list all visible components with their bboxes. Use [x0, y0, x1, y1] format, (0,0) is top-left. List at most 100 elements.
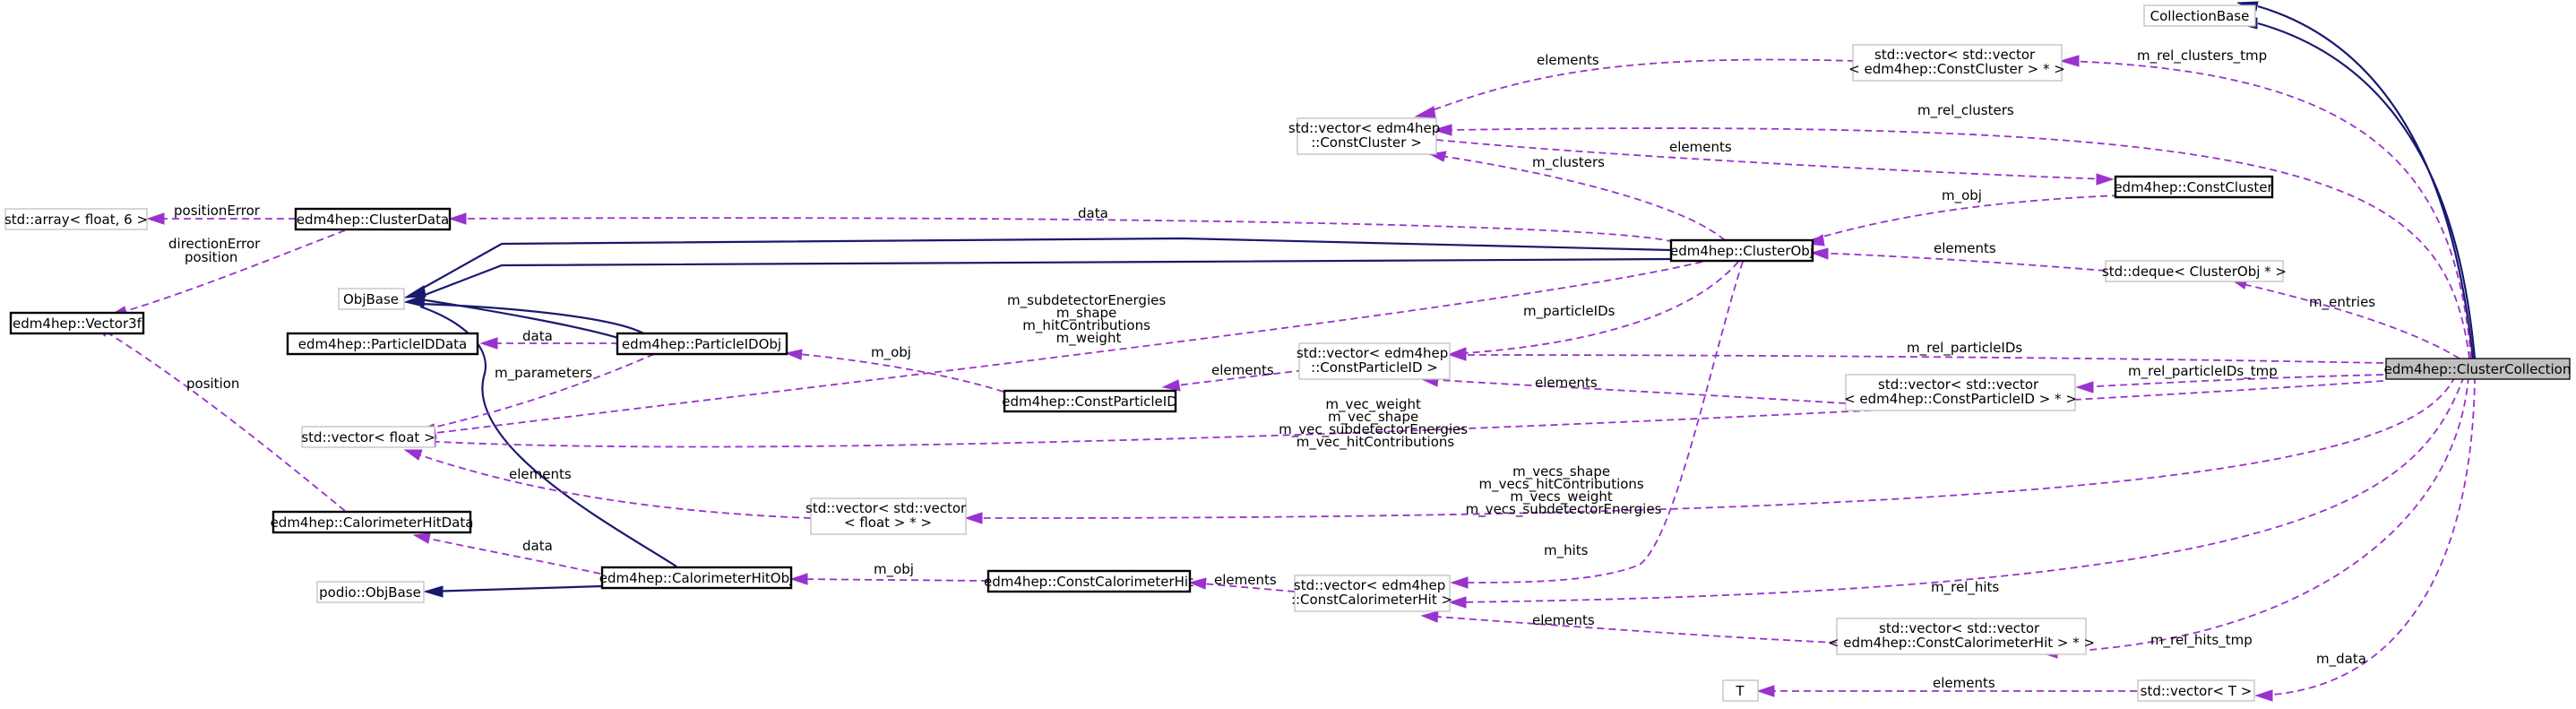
- label-collection-vecs-line3: m_vecs_weight: [1510, 489, 1612, 506]
- label-cluster-obj-float-line1: m_subdetectorEnergies: [1007, 292, 1166, 309]
- label-cluster-obj-float: m_subdetectorEnergies m_shape m_hitContr…: [1007, 292, 1170, 347]
- edge-calohitobj-to-podioobjbase: [425, 584, 603, 593]
- arrow-data-pid: [479, 337, 498, 350]
- node-cluster-collection[interactable]: edm4hep::ClusterCollection: [2384, 358, 2572, 380]
- arrow-elements-vvcch: [1420, 610, 1439, 623]
- label-collection-float-line1: m_vec_weight: [1325, 396, 1421, 413]
- node-vec-vec-const-cluster-label: std::vector< std::vector < edm4hep::Cons…: [1848, 47, 2065, 77]
- node-vec-vec-const-particle-id-line1: std::vector< std::vector: [1878, 376, 2039, 393]
- arrow-m-obj-chit: [789, 573, 808, 585]
- edge-collection-vecs: [967, 376, 2456, 519]
- edge-m-particle-ids: [1451, 261, 1739, 355]
- label-elements-vvf: elements: [509, 466, 572, 482]
- label-elements-vcch: elements: [1214, 572, 1277, 588]
- node-vec-const-calo-hit-line2: ::ConstCalorimeterHit >: [1291, 592, 1452, 608]
- node-deque-cluster-obj[interactable]: std::deque< ClusterObj * >: [2102, 260, 2287, 282]
- label-m-rel-hits: m_rel_hits: [1931, 579, 1999, 596]
- edge-m-obj-pid: [788, 352, 1004, 393]
- edge-m-hits: [1452, 261, 1744, 584]
- edge-elements-vcpid: [1164, 369, 1305, 388]
- arrow-elements-vvf: [403, 449, 423, 461]
- node-T[interactable]: T: [1722, 679, 1759, 702]
- arrow-elements-deque: [1810, 247, 1829, 260]
- arrow-elements-vvcc: [1414, 106, 1436, 118]
- label-m-entries: m_entries: [2309, 294, 2375, 311]
- node-vector3f[interactable]: edm4hep::Vector3f: [9, 311, 145, 335]
- edge-m-entries: [2235, 281, 2460, 359]
- label-m-parameters: m_parameters: [495, 365, 592, 382]
- node-std-array[interactable]: std::array< float, 6 >: [4, 208, 148, 230]
- label-collection-vecs-line4: m_vecs_subdetectorEnergies: [1466, 501, 1662, 518]
- label-position-chd: position: [186, 376, 239, 392]
- node-vec-vec-const-particle-id-line2: < edm4hep::ConstParticleID > * >: [1844, 391, 2077, 407]
- arrow-elements-vcpid: [1161, 379, 1181, 392]
- label-direction-error: directionError position: [168, 236, 264, 265]
- node-std-array-label: std::array< float, 6 >: [4, 212, 148, 228]
- node-const-particle-id-label: edm4hep::ConstParticleID: [1002, 393, 1177, 410]
- node-T-label: T: [1735, 683, 1745, 699]
- node-deque-cluster-obj-label: std::deque< ClusterObj * >: [2102, 264, 2287, 280]
- node-podio-obj-base-label: podio::ObjBase: [319, 584, 421, 601]
- node-particle-id-data-label: edm4hep::ParticleIDData: [298, 336, 467, 352]
- node-obj-base[interactable]: ObjBase: [338, 288, 405, 310]
- node-calo-hit-obj[interactable]: edm4hep::CalorimeterHitObj: [599, 566, 794, 590]
- node-vector3f-label: edm4hep::Vector3f: [13, 316, 142, 332]
- edge-m-obj-cc: [1809, 195, 2120, 241]
- node-cluster-collection-label: edm4hep::ClusterCollection: [2384, 361, 2572, 377]
- edge-elements-vvcc: [1419, 58, 1856, 116]
- edge-cluster-obj-float: [420, 261, 1703, 436]
- node-calo-hit-obj-label: edm4hep::CalorimeterHitObj: [599, 570, 794, 586]
- edge-elements-vcc: [1435, 139, 2111, 180]
- label-m-data: m_data: [2316, 651, 2366, 668]
- arrow-m-rel-hits: [1448, 596, 1467, 609]
- node-const-cluster[interactable]: edm4hep::ConstCluster: [2114, 175, 2274, 199]
- edge-elements-deque: [1814, 252, 2106, 272]
- label-elements-vcc: elements: [1669, 139, 1732, 155]
- label-m-rel-particle-ids: m_rel_particleIDs: [1907, 340, 2022, 357]
- label-m-obj-cc: m_obj: [1942, 187, 1982, 204]
- label-elements-vvcc: elements: [1537, 52, 1599, 68]
- node-vec-vec-const-calo-hit[interactable]: std::vector< std::vector < edm4hep::Cons…: [1828, 618, 2095, 655]
- arrow-elements-vcc: [2096, 173, 2115, 186]
- arrow-collection-vecs: [964, 512, 983, 524]
- node-particle-id-obj[interactable]: edm4hep::ParticleIDObj: [616, 332, 788, 356]
- node-vec-vec-float[interactable]: std::vector< std::vector < float > * >: [806, 497, 970, 535]
- edge-m-clusters: [1428, 153, 1726, 241]
- label-m-rel-clusters: m_rel_clusters: [1917, 102, 2014, 119]
- arrow-objbase-1: [403, 285, 426, 298]
- node-const-particle-id[interactable]: edm4hep::ConstParticleID: [1002, 389, 1177, 413]
- edge-elements-vcch: [1191, 582, 1296, 592]
- node-vec-const-particle-id[interactable]: std::vector< edm4hep ::ConstParticleID >: [1297, 342, 1452, 380]
- node-vec-vec-const-cluster-line2: < edm4hep::ConstCluster > * >: [1848, 61, 2065, 77]
- edge-collection-to-collectionbase-2: [2257, 22, 2477, 359]
- label-direction-error-line2: position: [185, 249, 237, 265]
- node-cluster-obj[interactable]: edm4hep::ClusterObj: [1669, 238, 1814, 263]
- node-cluster-data[interactable]: edm4hep::ClusterData: [294, 207, 452, 231]
- edge-collection-float: [420, 380, 2384, 448]
- label-elements-vvcpid: elements: [1535, 375, 1598, 391]
- node-vec-vec-const-particle-id[interactable]: std::vector< std::vector < edm4hep::Cons…: [1844, 374, 2077, 411]
- node-vec-const-calo-hit[interactable]: std::vector< edm4hep ::ConstCalorimeterH…: [1291, 575, 1452, 612]
- arrow-elements-T: [1756, 685, 1775, 697]
- node-vec-vec-const-calo-hit-label: std::vector< std::vector < edm4hep::Cons…: [1828, 620, 2095, 651]
- node-podio-obj-base[interactable]: podio::ObjBase: [316, 581, 425, 603]
- node-calo-hit-data[interactable]: edm4hep::CalorimeterHitData: [271, 510, 474, 534]
- label-data-chd: data: [522, 538, 553, 554]
- edge-collection-to-collectionbase-1: [2257, 4, 2475, 359]
- edge-m-rel-hits-tmp: [2042, 376, 2469, 653]
- label-cluster-obj-float-line2: m_shape: [1056, 305, 1116, 322]
- node-vec-T[interactable]: std::vector< T >: [2137, 679, 2255, 702]
- node-particle-id-data[interactable]: edm4hep::ParticleIDData: [286, 332, 479, 356]
- label-m-rel-hits-tmp: m_rel_hits_tmp: [2150, 632, 2253, 649]
- label-collection-float-line3: m_vec_subdetectorEnergies: [1279, 421, 1468, 438]
- node-vec-const-cluster-label: std::vector< edm4hep ::ConstCluster >: [1288, 120, 1444, 151]
- nodes: edm4hep::ClusterCollection CollectionBas…: [4, 4, 2572, 702]
- node-const-calo-hit[interactable]: edm4hep::ConstCalorimeterHit: [984, 569, 1193, 593]
- node-vec-vec-const-calo-hit-line2: < edm4hep::ConstCalorimeterHit > * >: [1828, 635, 2095, 651]
- node-vec-const-particle-id-label: std::vector< edm4hep ::ConstParticleID >: [1297, 345, 1452, 376]
- edge-m-obj-chit: [792, 578, 989, 582]
- node-vec-const-cluster[interactable]: std::vector< edm4hep ::ConstCluster >: [1288, 117, 1444, 155]
- node-vec-float[interactable]: std::vector< float >: [301, 426, 435, 448]
- node-vec-vec-const-cluster[interactable]: std::vector< std::vector < edm4hep::Cons…: [1848, 44, 2065, 82]
- node-collection-base[interactable]: CollectionBase: [2143, 4, 2256, 27]
